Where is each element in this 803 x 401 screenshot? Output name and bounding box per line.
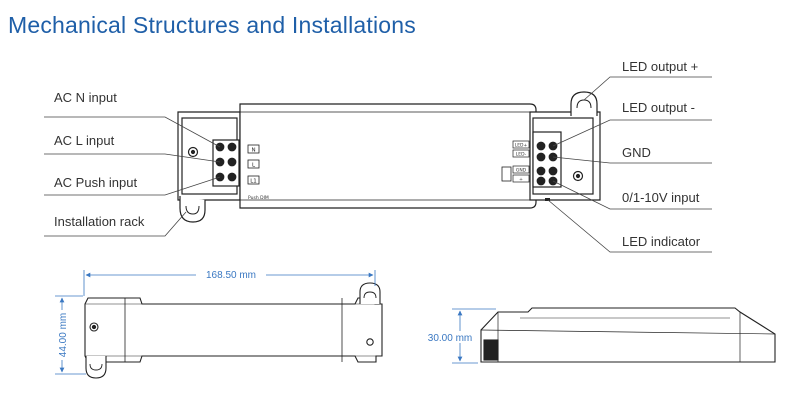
callout-ac-push-input: AC Push input [54,175,137,190]
driver-side-view [480,307,776,363]
terminal-screw-push [215,172,237,182]
terminal-label-n: N [251,148,255,154]
height-dimension-bg [425,331,475,343]
width-dimension-bg [55,310,69,360]
callout-ac-l-input: AC L input [54,133,115,148]
callout-led-output-minus: LED output - [622,100,695,115]
terminal-label-l1: L1 [250,179,257,185]
terminal-label-l: L [252,163,256,169]
height-dimension-label: 30.00 mm [428,333,472,344]
driver-outline-top-view [84,282,383,379]
callout-gnd: GND [622,145,651,160]
terminal-label-push-dim: Push DIM [248,195,269,201]
callout-dim-input: 0/1-10V input [622,190,700,205]
terminal-label-led-minus: LED- [516,152,527,158]
callout-ac-n-input: AC N input [54,90,117,105]
callout-led-output-plus: LED output + [622,59,698,74]
width-dimension-label: 44.00 mm [58,313,69,357]
length-dimension-label: 168.50 mm [206,270,256,281]
terminal-label-led-plus: LED+ [515,143,528,149]
callout-installation-rack: Installation rack [54,214,145,229]
driver-top-view [177,91,601,223]
length-dimension-bg [196,268,266,280]
terminal-label-v-plus: + [519,177,523,183]
terminal-screw-gnd [536,166,558,176]
terminal-label-gnd: GND [516,168,527,174]
page-title: Mechanical Structures and Installations [8,12,416,38]
terminal-screw-led-plus [536,141,558,151]
callout-leaders [44,76,712,253]
callout-led-indicator: LED indicator [622,234,701,249]
